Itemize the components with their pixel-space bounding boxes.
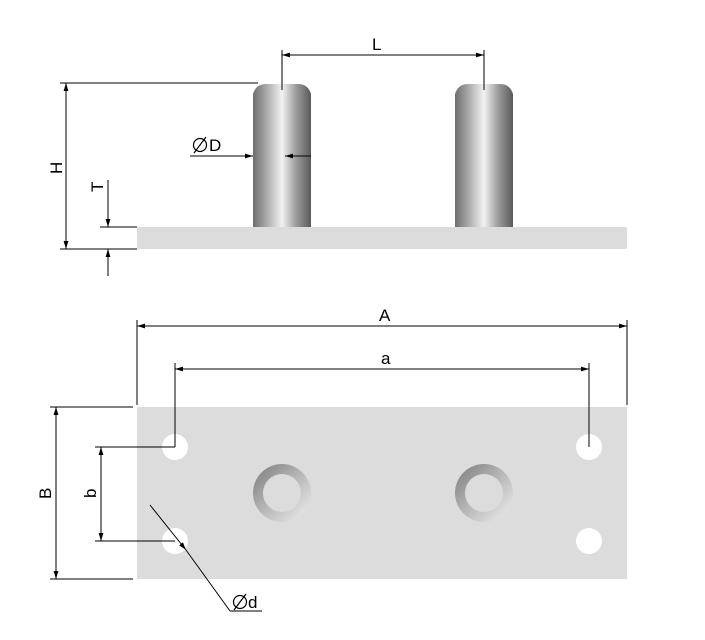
top-view: A a B b bbox=[36, 306, 628, 612]
label-B: B bbox=[36, 488, 55, 499]
pin-ring-right bbox=[455, 464, 513, 522]
dimension-L: L bbox=[281, 35, 485, 90]
hole-bottom-right bbox=[576, 528, 602, 554]
dimension-B: B bbox=[36, 406, 133, 580]
label-H: H bbox=[47, 162, 66, 174]
label-b: b bbox=[81, 489, 100, 498]
diameter-symbol-icon bbox=[232, 593, 248, 611]
pin-ring-left bbox=[253, 464, 311, 522]
dimension-T: T bbox=[88, 180, 137, 276]
label-T: T bbox=[88, 182, 107, 192]
side-view: L H T D bbox=[47, 35, 627, 276]
label-D: D bbox=[209, 136, 221, 155]
right-pin bbox=[455, 84, 513, 227]
label-d: d bbox=[248, 593, 257, 612]
dimension-H: H bbox=[47, 82, 258, 250]
left-pin bbox=[253, 84, 311, 227]
top-view-plate bbox=[137, 407, 627, 579]
label-A: A bbox=[379, 306, 391, 325]
dimension-b: b bbox=[81, 446, 175, 542]
dimension-a: a bbox=[174, 349, 590, 447]
label-L: L bbox=[372, 35, 381, 54]
dimension-D: D bbox=[190, 136, 311, 159]
diameter-symbol-icon bbox=[192, 136, 208, 154]
dimension-d: d bbox=[149, 504, 262, 612]
dimension-A: A bbox=[136, 306, 628, 405]
side-view-plate bbox=[137, 227, 627, 249]
label-a: a bbox=[381, 349, 391, 368]
